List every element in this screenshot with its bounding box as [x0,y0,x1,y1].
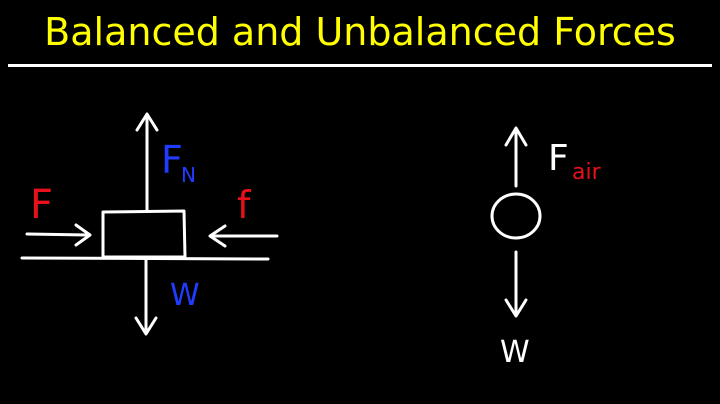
block-diagram [20,112,279,336]
air-force-arrow [504,126,528,188]
applied-force-label: F [30,182,53,228]
normal-force-subscript: N [181,163,196,187]
ball-weight-arrow [504,250,528,318]
friction-label: f [237,183,252,227]
air-force-label: F [548,138,569,179]
page-title: Balanced and Unbalanced Forces [44,10,676,54]
normal-force-label: F [161,138,183,182]
normal-force-arrow [135,112,159,212]
air-force-subscript: air [572,160,602,185]
title-underline [8,64,712,67]
ball [490,192,542,240]
weight-label: W [170,278,200,313]
applied-force-arrow [25,223,92,247]
block [101,209,187,259]
ball-diagram [490,126,542,318]
friction-arrow [208,224,279,248]
weight-arrow [134,258,158,336]
ball-weight-label: W [500,335,530,370]
